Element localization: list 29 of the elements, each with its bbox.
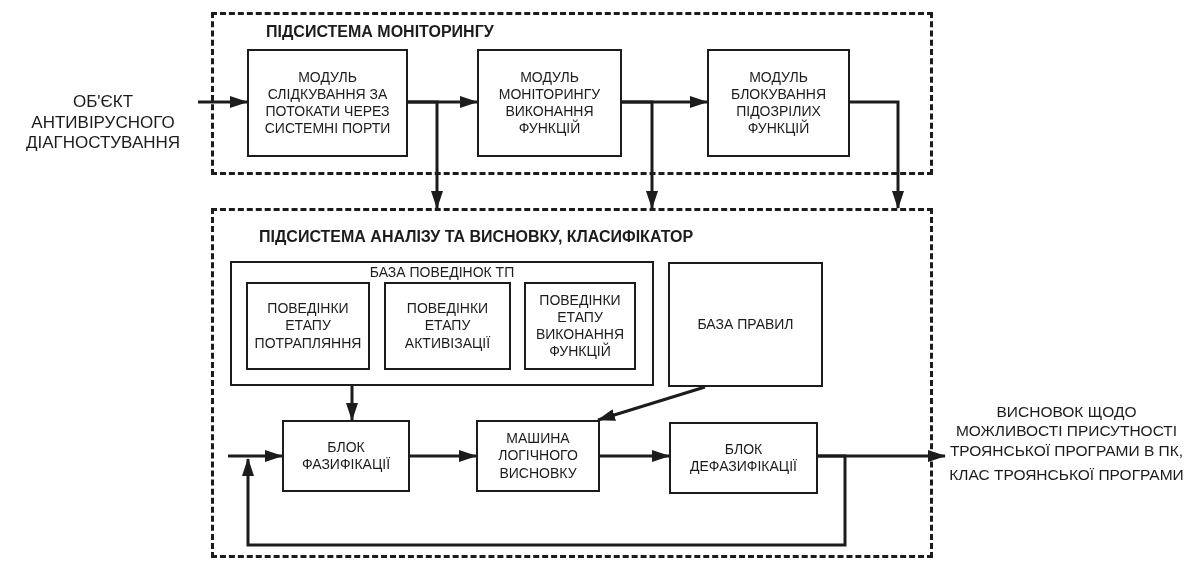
arrow xyxy=(410,450,477,462)
arrow xyxy=(242,454,847,547)
input-label: ОБ'ЄКТ АНТИВІРУСНОГО ДІАГНОСТУВАННЯ xyxy=(8,86,198,160)
box-heading: БАЗА ПОВЕДІНОК ТП xyxy=(368,263,516,281)
arrow xyxy=(850,100,904,209)
process-box: ПОВЕДІНКИ ЕТАПУ ВИКОНАННЯ ФУНКЦІЙ xyxy=(524,282,636,370)
arrow xyxy=(622,100,658,209)
process-box: БЛОК ДЕФАЗИФІКАЦІЇ xyxy=(669,422,818,494)
process-box: БЛОК ФАЗИФІКАЦІЇ xyxy=(282,420,410,492)
output-label: ВИСНОВОК ЩОДО МОЖЛИВОСТІ ПРИСУТНОСТІ ТРОЯНСЬКОЇ ПРОГРАМИ В ПК, xyxy=(948,401,1185,461)
process-box: МАШИНА ЛОГІЧНОГО ВИСНОВКУ xyxy=(476,420,600,492)
arrow xyxy=(600,450,670,462)
process-box: ПОВЕДІНКИ ЕТАПУ ПОТРАПЛЯННЯ xyxy=(246,282,370,370)
arrow xyxy=(198,96,248,108)
process-box: МОДУЛЬ СЛІДКУВАННЯ ЗА ПОТОКАТИ ЧЕРЕЗ СИСТЕМНІ ПОРТИ xyxy=(247,49,408,157)
subsystem-heading: ПІДСИСТЕМА МОНІТОРИНГУ xyxy=(266,23,494,41)
database-box xyxy=(230,261,654,386)
arrow xyxy=(408,100,443,209)
arrow xyxy=(597,385,706,422)
subsystem-frame xyxy=(211,208,933,558)
subsystem-frame xyxy=(211,12,933,175)
arrow xyxy=(346,386,358,421)
process-box: МОДУЛЬ МОНІТОРИНГУ ВИКОНАННЯ ФУНКЦІЙ xyxy=(477,49,622,157)
process-box: МОДУЛЬ БЛОКУВАННЯ ПІДОЗРІЛИХ ФУНКЦІЙ xyxy=(707,49,850,157)
arrow xyxy=(228,450,283,462)
subsystem-heading: ПІДСИСТЕМА АНАЛІЗУ ТА ВИСНОВКУ, КЛАСИФІКАТОР xyxy=(259,228,694,246)
output-label: КЛАС ТРОЯНСЬКОЇ ПРОГРАМИ xyxy=(949,464,1184,485)
process-box: ПОВЕДІНКИ ЕТАПУ АКТИВІЗАЦІЇ xyxy=(384,282,511,370)
process-box: БАЗА ПРАВИЛ xyxy=(668,262,823,387)
